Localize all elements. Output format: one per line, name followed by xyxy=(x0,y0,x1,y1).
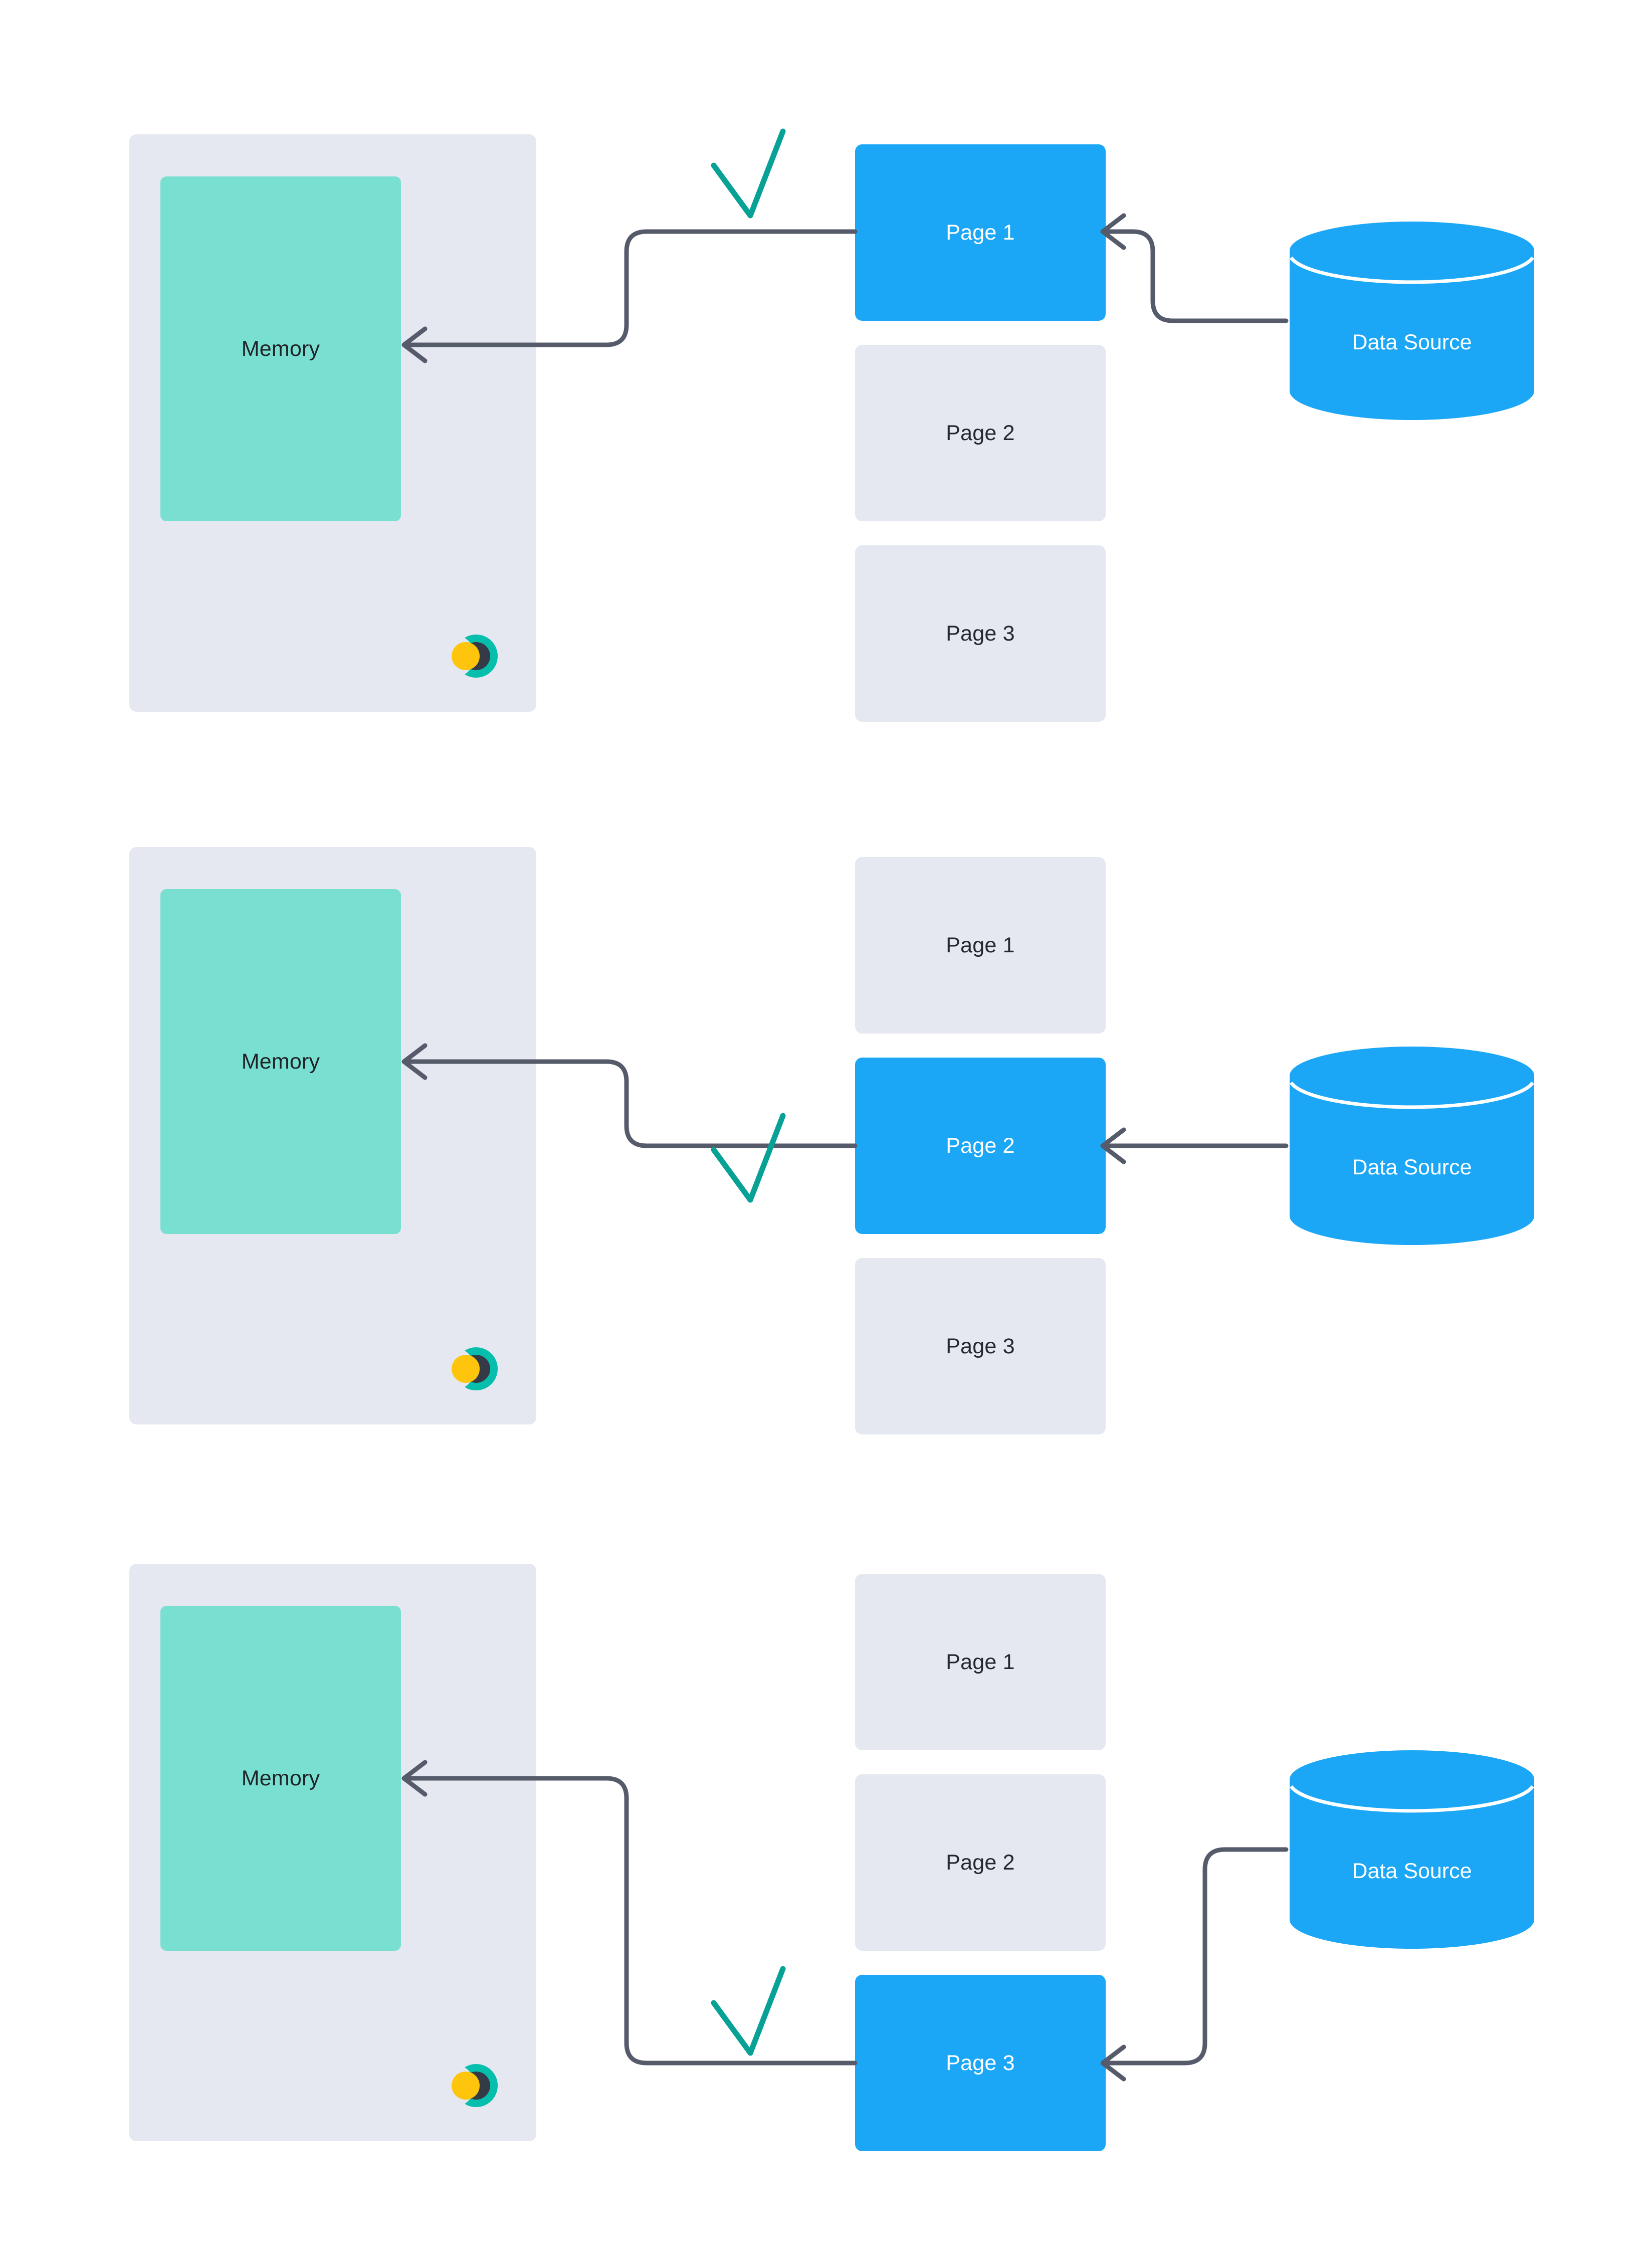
page-box-1-1[interactable]: Page 1 xyxy=(855,144,1106,321)
page-box-3-2[interactable]: Page 2 xyxy=(855,1774,1106,1951)
panel-step-1: Memory Page 1 Page 2 Page 3 xyxy=(0,0,1652,722)
cylinder-top xyxy=(1290,222,1534,280)
page-box-1-3[interactable]: Page 3 xyxy=(855,545,1106,722)
page-box-3-3[interactable]: Page 3 xyxy=(855,1975,1106,2151)
page-label: Page 2 xyxy=(946,1850,1015,1875)
data-source-1[interactable]: Data Source xyxy=(1286,221,1538,421)
page-label: Page 1 xyxy=(946,1650,1015,1674)
brand-logo-1 xyxy=(448,628,504,684)
arrowhead-page-1 xyxy=(1100,213,1126,250)
memory-block-2[interactable]: Memory xyxy=(160,889,401,1234)
page-label: Page 3 xyxy=(946,621,1015,646)
memory-label: Memory xyxy=(241,336,320,361)
page-label: Page 1 xyxy=(946,220,1015,245)
panel-step-2: Memory Page 1 Page 2 Page 3 Data Source xyxy=(0,847,1652,1509)
connector-source-to-page-1 xyxy=(1103,229,1289,323)
brand-logo-2 xyxy=(448,1341,504,1397)
memory-label: Memory xyxy=(241,1766,320,1790)
memory-label: Memory xyxy=(241,1049,320,1074)
check-icon-3 xyxy=(711,1966,786,2056)
page-box-1-2[interactable]: Page 2 xyxy=(855,345,1106,521)
panel-step-3: Memory Page 1 Page 2 Page 3 Data Source xyxy=(0,1564,1652,2225)
check-icon-2 xyxy=(711,1113,786,1203)
cylinder-body xyxy=(1290,1779,1534,1949)
connector-source-to-page-3 xyxy=(1103,1847,1289,2066)
cylinder-rim xyxy=(1290,257,1534,284)
page-label: Page 3 xyxy=(946,2050,1015,2075)
cylinder-rim xyxy=(1290,1785,1534,1813)
data-source-label: Data Source xyxy=(1352,1859,1472,1883)
cylinder-top xyxy=(1290,1047,1534,1105)
page-box-2-2[interactable]: Page 2 xyxy=(855,1058,1106,1234)
arrowhead-page-3 xyxy=(1100,2044,1126,2082)
data-source-3[interactable]: Data Source xyxy=(1286,1749,1538,1950)
page-box-2-1[interactable]: Page 1 xyxy=(855,857,1106,1034)
cylinder-rim xyxy=(1290,1082,1534,1109)
logo-yellow-circle xyxy=(452,2072,480,2100)
check-icon-1 xyxy=(711,128,786,219)
page-label: Page 2 xyxy=(946,421,1015,445)
logo-yellow-circle xyxy=(452,1355,480,1383)
page-label: Page 3 xyxy=(946,1334,1015,1358)
data-source-2[interactable]: Data Source xyxy=(1286,1046,1538,1246)
data-source-label: Data Source xyxy=(1352,1155,1472,1179)
arrowhead-page-2 xyxy=(1100,1127,1126,1164)
cylinder-top xyxy=(1290,1750,1534,1808)
page-box-2-3[interactable]: Page 3 xyxy=(855,1258,1106,1434)
brand-logo-3 xyxy=(448,2058,504,2114)
data-source-label: Data Source xyxy=(1352,330,1472,354)
cylinder-body xyxy=(1290,251,1534,420)
cylinder-body xyxy=(1290,1076,1534,1245)
memory-block-3[interactable]: Memory xyxy=(160,1606,401,1951)
logo-yellow-circle xyxy=(452,642,480,670)
memory-block-1[interactable]: Memory xyxy=(160,176,401,521)
page-box-3-1[interactable]: Page 1 xyxy=(855,1574,1106,1750)
page-label: Page 2 xyxy=(946,1133,1015,1158)
page-label: Page 1 xyxy=(946,933,1015,957)
